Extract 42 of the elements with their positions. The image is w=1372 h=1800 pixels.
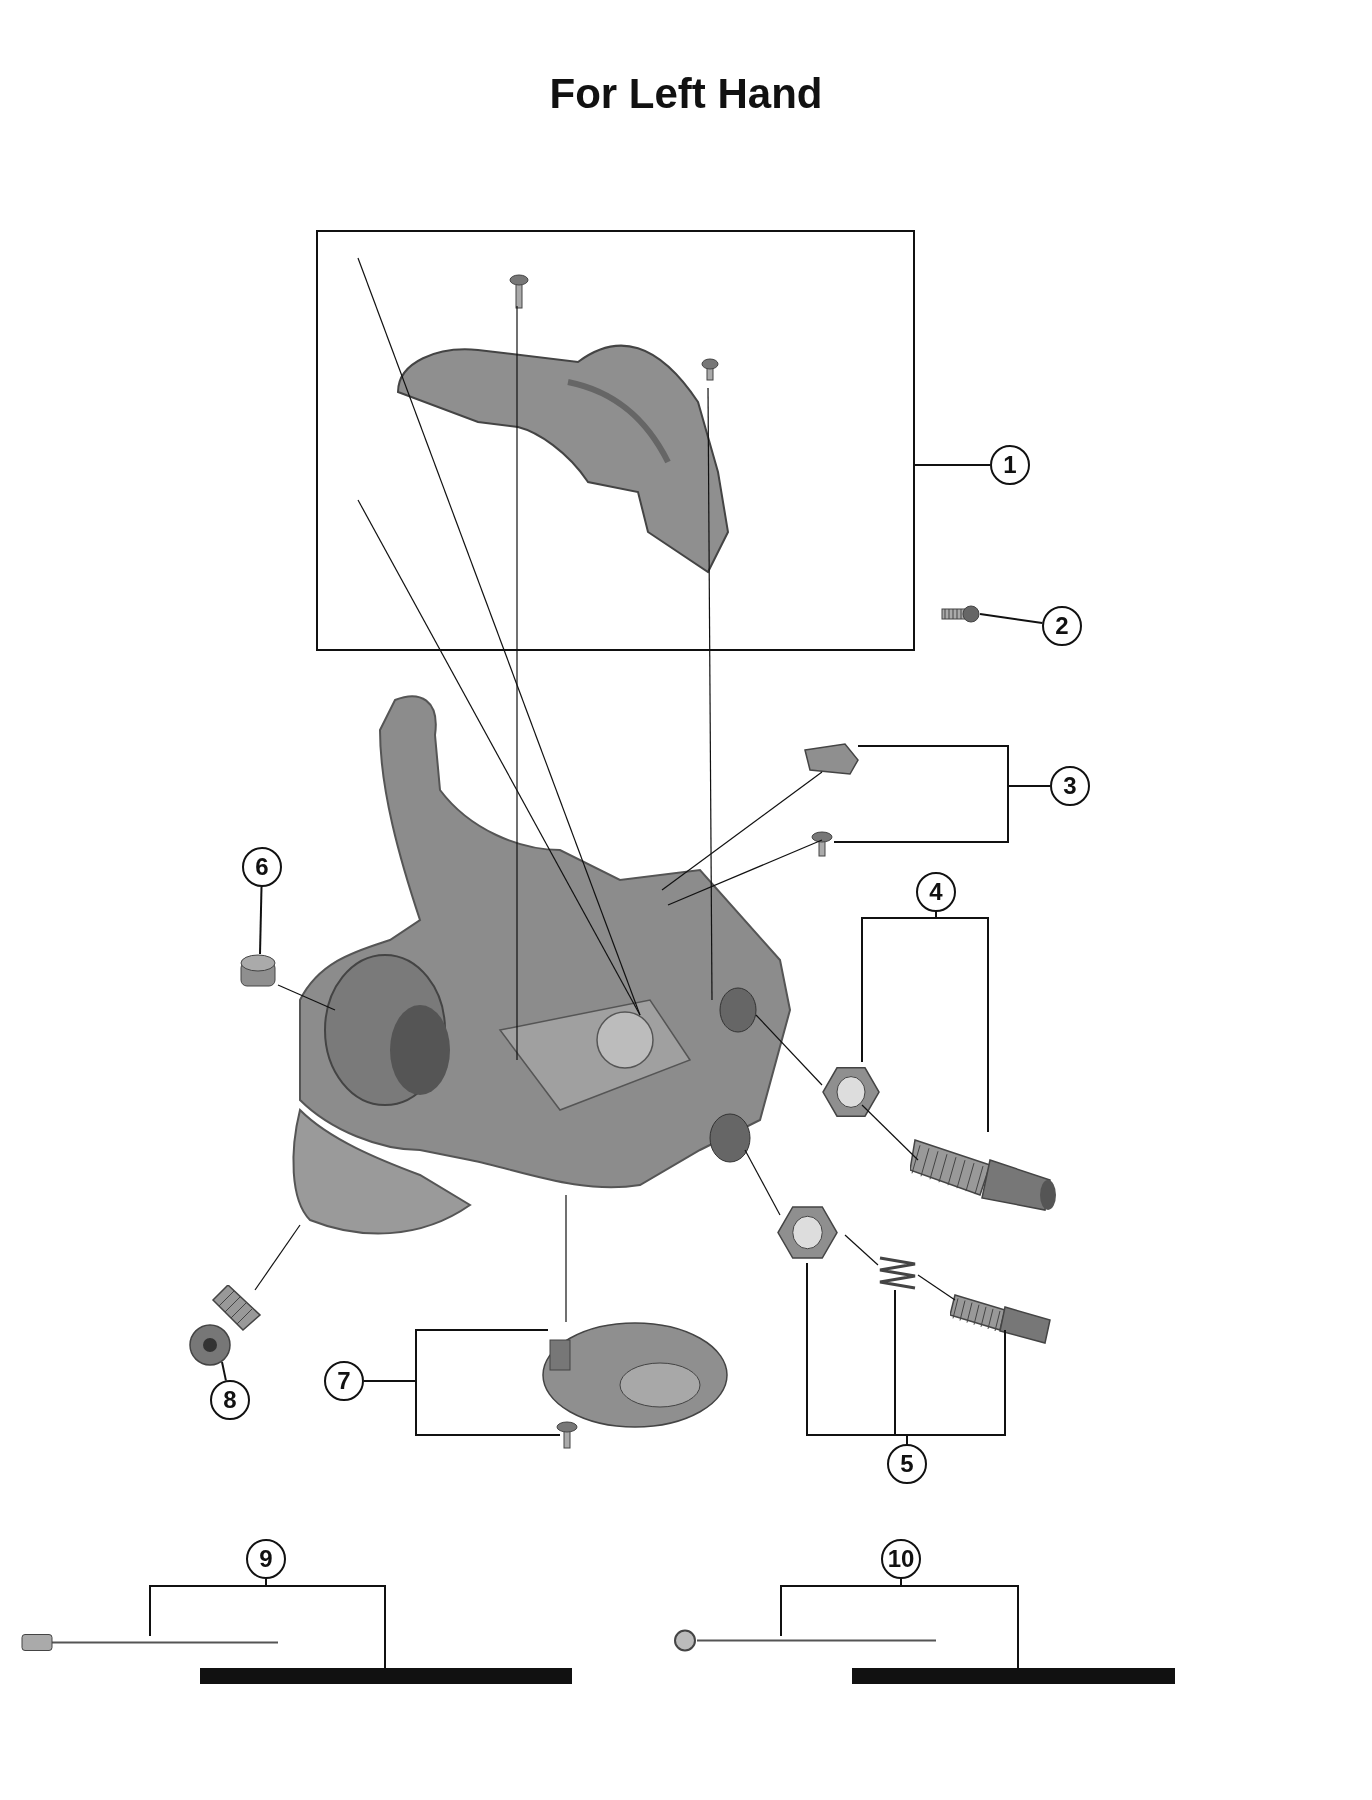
group-frame <box>316 230 915 651</box>
assembly-line <box>917 1274 956 1301</box>
callout-number: 9 <box>246 1539 286 1579</box>
assembly-line <box>357 499 641 1016</box>
callout-number: 8 <box>210 1380 250 1420</box>
screw-drawing <box>555 1420 579 1450</box>
assembly-line <box>254 1224 301 1291</box>
leader-line <box>906 1329 1006 1445</box>
cable-housing-drawing <box>852 1668 1175 1684</box>
callout-number: 10 <box>881 1539 921 1579</box>
leader-line <box>900 1578 1019 1669</box>
title: For Left Hand <box>548 70 824 118</box>
leader-line <box>833 785 1051 843</box>
leader-line <box>935 911 989 1133</box>
leader-line <box>979 613 1044 625</box>
assembly-line <box>755 1014 823 1086</box>
callout-number: 3 <box>1050 766 1090 806</box>
assembly-line <box>277 984 336 1011</box>
leader-line <box>265 1578 386 1669</box>
assembly-line <box>707 387 713 1001</box>
leader-line <box>259 886 263 955</box>
cable-housing-drawing <box>200 1668 572 1684</box>
assembly-line <box>861 1104 919 1161</box>
leader-line <box>914 464 991 466</box>
callout-number: 4 <box>916 872 956 912</box>
assembly-line <box>357 257 641 1016</box>
cover-plate-drawing <box>540 1320 730 1430</box>
callout-number: 2 <box>1042 606 1082 646</box>
assembly-line <box>844 1234 879 1266</box>
callout-number: 6 <box>242 847 282 887</box>
inner-cable-drawing <box>673 1628 938 1653</box>
screw-drawing <box>810 830 834 858</box>
assembly-line <box>667 839 823 906</box>
assembly-line <box>565 1194 567 1323</box>
assembly-line <box>744 1149 781 1216</box>
leader-line <box>363 1380 561 1436</box>
assembly-line <box>516 305 518 1061</box>
leader-line <box>221 1361 227 1382</box>
callout-number: 1 <box>990 445 1030 485</box>
callout-number: 5 <box>887 1444 927 1484</box>
callout-number: 7 <box>324 1361 364 1401</box>
assembly-line <box>661 771 823 891</box>
